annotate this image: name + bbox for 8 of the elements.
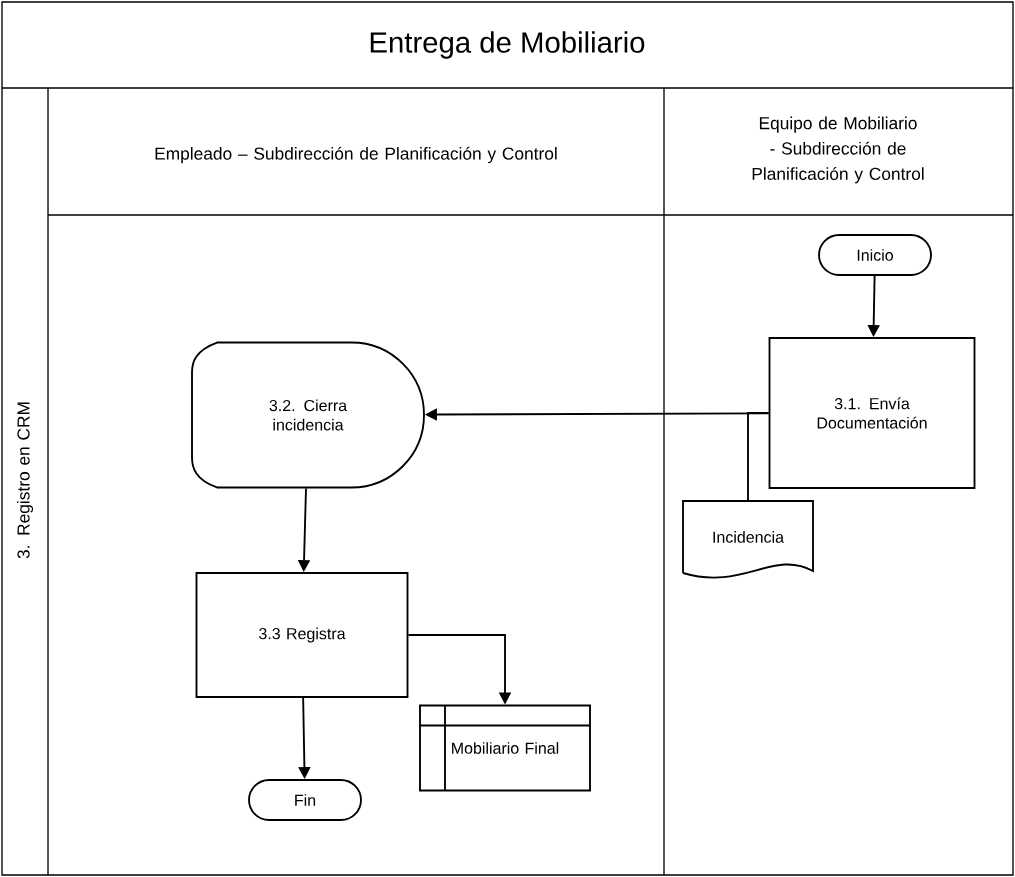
- process-box: 3.1. Envía Documentación: [768, 337, 976, 489]
- connector-line: [747, 412, 770, 501]
- phase-label: 3. Registro en CRM: [16, 402, 34, 559]
- lane-header: Empleado – Subdirección de Planificación y Control: [155, 146, 557, 164]
- lane-header: Equipo de Mobiliario - Subdirección de Planificación y Control: [752, 116, 924, 184]
- process-box: 3.3 Registra: [195, 572, 409, 698]
- title: Entrega de Mobiliario: [370, 31, 645, 59]
- document-shape: Incidencia: [682, 500, 814, 579]
